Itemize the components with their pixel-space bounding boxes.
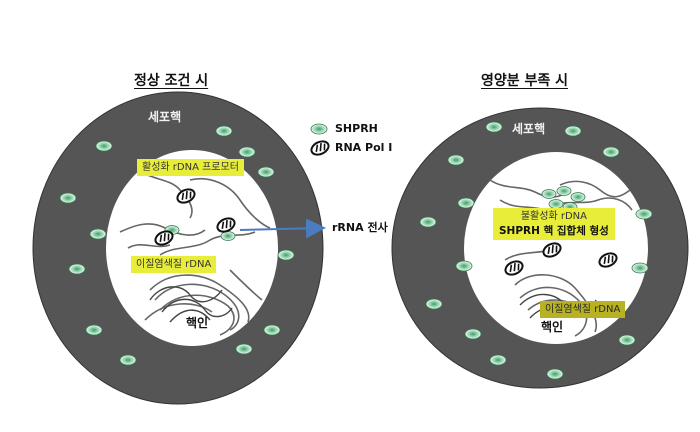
rna-pol-i-icon	[154, 230, 174, 246]
right-cytoplasm-shprh-group	[419, 121, 653, 380]
right-complex-callout-box: 불활성화 rDNA SHPRH 핵 집합체 형성	[493, 208, 615, 240]
shprh-icon	[457, 197, 475, 209]
shprh-icon	[447, 154, 465, 166]
left-cell	[32, 91, 324, 405]
shprh-icon	[277, 249, 295, 261]
shprh-icon	[485, 121, 503, 133]
legend-shprh-icon	[310, 123, 328, 135]
shprh-icon	[95, 140, 113, 152]
shprh-icon	[419, 216, 437, 228]
left-cytoplasm-label: 세포핵	[148, 110, 182, 124]
right-cytoplasm-label: 세포핵	[512, 122, 546, 136]
shprh-icon	[602, 146, 620, 158]
shprh-icon	[89, 228, 107, 240]
shprh-icon	[215, 125, 233, 137]
left-chromatin-lines	[119, 169, 271, 336]
shprh-icon	[556, 186, 572, 196]
shprh-icon	[570, 192, 586, 202]
left-cytoplasm-shprh-group	[59, 125, 295, 366]
left-heterochromatin-tangle	[149, 286, 233, 323]
shprh-icon	[546, 368, 564, 380]
left-nucleolus-label: 핵인	[186, 316, 209, 330]
shprh-icon	[541, 189, 557, 199]
right-nucleolus-label: 핵인	[541, 320, 564, 334]
shprh-icon	[635, 208, 653, 220]
shprh-icon	[220, 231, 236, 241]
shprh-icon	[618, 334, 636, 346]
rna-pol-i-icon	[598, 252, 618, 268]
right-cell	[391, 107, 689, 389]
legend-polymerase-label: RNA Pol I	[335, 141, 393, 154]
shprh-icon	[238, 146, 256, 158]
right-polymerase-group	[504, 242, 618, 276]
shprh-icon	[631, 262, 649, 274]
transcription-arrow	[239, 218, 326, 239]
shprh-icon	[59, 192, 77, 204]
rna-pol-i-icon	[216, 217, 236, 233]
shprh-icon	[564, 125, 582, 137]
shprh-icon	[263, 324, 281, 336]
shprh-icon	[464, 328, 482, 340]
rna-pol-i-icon	[176, 188, 196, 204]
right-panel-title: 영양분 부족 시	[481, 73, 569, 89]
shprh-icon	[119, 354, 137, 366]
left-panel-title: 정상 조건 시	[134, 73, 209, 89]
left-polymerase-group	[154, 188, 236, 246]
rna-pol-i-icon	[542, 242, 562, 258]
shprh-icon	[235, 343, 253, 355]
rrna-transcription-label: rRNA 전사	[332, 221, 388, 234]
shprh-icon	[257, 166, 275, 178]
shprh-icon	[68, 263, 86, 275]
legend-shprh-label: SHPRH	[335, 122, 378, 135]
right-inactive-callout: 불활성화 rDNA	[520, 211, 587, 222]
left-heterochromatin-callout: 이질염색질 rDNA	[131, 256, 217, 273]
right-heterochromatin-callout: 이질염색질 rDNA	[540, 301, 626, 318]
shprh-icon	[489, 354, 507, 366]
legend-rna-pol-i-icon	[310, 140, 330, 156]
shprh-icon	[425, 298, 443, 310]
legend-icons	[310, 123, 330, 156]
right-complex-callout: SHPRH 핵 집합체 형성	[499, 225, 609, 237]
left-nucleolus-shprh-group	[164, 225, 236, 241]
shprh-icon	[455, 260, 473, 272]
rna-pol-i-icon	[504, 260, 524, 276]
left-active-promoter-callout: 활성화 rDNA 프로모터	[137, 159, 244, 176]
shprh-icon	[85, 324, 103, 336]
